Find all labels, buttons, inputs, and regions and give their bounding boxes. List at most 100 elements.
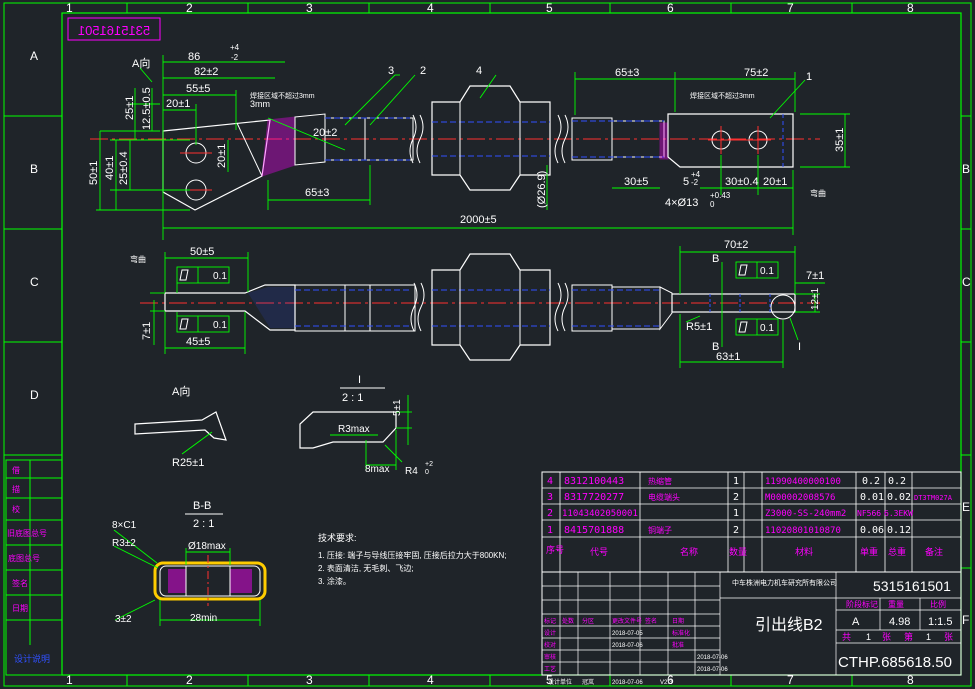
svg-text:校对: 校对 xyxy=(544,641,556,649)
svg-text:序号: 序号 xyxy=(546,544,564,555)
col-label: 6 xyxy=(667,673,674,687)
svg-text:0.2: 0.2 xyxy=(862,476,880,487)
col-label: 1 xyxy=(66,673,73,687)
col-label: 8 xyxy=(907,673,914,687)
weld-note: 焊接区域不超过3mm xyxy=(250,91,315,100)
dim-63: 63±1 xyxy=(716,351,740,363)
svg-text:张: 张 xyxy=(882,632,891,642)
svg-text:8312100443: 8312100443 xyxy=(564,476,624,487)
svg-text:0: 0 xyxy=(710,200,715,209)
svg-text:B-B: B-B xyxy=(193,500,211,512)
svg-text:+2: +2 xyxy=(425,461,433,468)
svg-text:11020801010870: 11020801010870 xyxy=(765,526,841,536)
svg-text:0.2: 0.2 xyxy=(888,476,906,487)
balloon-3: 3 xyxy=(388,65,394,77)
dim-45-5: 45±5 xyxy=(186,336,210,348)
strip-stamp: 设计说明 xyxy=(14,653,50,664)
bottom-heat-shrink xyxy=(431,253,551,361)
svg-text:8415701888: 8415701888 xyxy=(564,525,624,536)
col-label: 3 xyxy=(306,1,313,15)
svg-text:2018-07-06: 2018-07-06 xyxy=(697,667,728,673)
bottom-view: 50±5 45±5 7±1 0.1 0.1 0.1 0.1 70±2 7±1 1… xyxy=(130,239,825,368)
svg-text:+0.43: +0.43 xyxy=(710,191,731,200)
strip-label: 日期 xyxy=(12,604,28,613)
dim-50: 50±1 xyxy=(88,161,100,185)
svg-text:2: 2 xyxy=(733,492,739,503)
technical-notes: 技术要求: 1. 压接: 端子与导线压接牢固, 压接后拉力大于800KN; 2.… xyxy=(318,532,506,586)
col-label: 4 xyxy=(427,673,434,687)
detail-r3: R3max xyxy=(338,424,370,435)
svg-text:1: 1 xyxy=(866,632,871,642)
drawing-name: 引出线B2 xyxy=(755,616,823,634)
svg-text:日期: 日期 xyxy=(672,617,684,625)
svg-text:+4: +4 xyxy=(230,43,240,52)
detail-i-label: I xyxy=(798,341,801,353)
strip-label: 底图总号 xyxy=(8,553,40,563)
bottom-right-lug xyxy=(671,293,796,313)
detail-i: I 2 : 1 R3max 5±1 8max R4 +2 0 xyxy=(299,374,433,477)
col-label: 7 xyxy=(787,1,794,15)
svg-text:铜端子: 铜端子 xyxy=(648,525,672,535)
dim-25: 25±1 xyxy=(124,96,136,120)
outer-frame xyxy=(3,2,972,687)
svg-text:0.01: 0.01 xyxy=(860,492,884,503)
svg-text:2018-07-05: 2018-07-05 xyxy=(612,631,643,637)
svg-text:张: 张 xyxy=(944,632,953,642)
col-label: 1 xyxy=(66,1,73,15)
svg-text:技术要求:: 技术要求: xyxy=(318,532,357,543)
strip-label: 签名 xyxy=(12,578,28,588)
project-number: CTHP.685618.50 xyxy=(838,654,952,671)
dim-82: 82±2 xyxy=(194,66,218,78)
view-a-marker: A向 xyxy=(132,56,150,70)
svg-text:备注: 备注 xyxy=(925,546,943,557)
dim-20t: 20±2 xyxy=(313,127,337,139)
dim-70-2: 70±2 xyxy=(724,239,748,251)
stamp-text: 5315161501 xyxy=(78,23,150,38)
svg-text:0.12: 0.12 xyxy=(887,525,911,536)
svg-text:A: A xyxy=(852,616,860,628)
svg-text:1: 1 xyxy=(547,525,553,536)
row-label: C xyxy=(962,275,971,289)
svg-text:R3±2: R3±2 xyxy=(112,538,136,549)
balloon-4: 4 xyxy=(476,65,482,77)
svg-text:签名: 签名 xyxy=(645,617,657,625)
svg-text:0.1: 0.1 xyxy=(760,266,774,277)
row-label: B xyxy=(30,162,38,176)
svg-text:工艺: 工艺 xyxy=(544,665,556,673)
dim-65t: 65±3 xyxy=(615,67,639,79)
svg-text:+4: +4 xyxy=(691,170,701,179)
dim-12-1: 12±1 xyxy=(810,287,821,310)
dim-holes: 4×Ø13 xyxy=(665,197,698,209)
company-name: 中车株洲电力机车研究所有限公司 xyxy=(732,578,837,587)
dim-r5: R5±1 xyxy=(686,321,712,333)
dim-75: 75±2 xyxy=(744,67,768,79)
svg-text:数量: 数量 xyxy=(729,546,747,557)
svg-text:设计单位: 设计单位 xyxy=(548,678,572,686)
strip-label: 借 xyxy=(12,465,20,475)
weld-note-2: 焊接区域不超过3mm xyxy=(690,91,755,100)
zone-row-labels: A B C D B C E F xyxy=(30,49,971,627)
dim-30a: 30±5 xyxy=(624,176,648,188)
inner-frame xyxy=(61,12,962,676)
svg-text:11990400000100: 11990400000100 xyxy=(765,477,841,487)
col-label: 4 xyxy=(427,1,434,15)
row-label: A xyxy=(30,49,38,63)
svg-text:0.1: 0.1 xyxy=(760,323,774,334)
svg-text:0.06: 0.06 xyxy=(860,525,884,536)
mirrored-stamp: 5315161501 xyxy=(67,17,161,41)
balloon-1: 1 xyxy=(806,71,812,83)
col-label: 2 xyxy=(186,1,193,15)
svg-text:3mm: 3mm xyxy=(250,99,270,109)
svg-text:2: 2 xyxy=(547,508,553,519)
svg-text:1: 1 xyxy=(733,476,739,487)
bom-header: 序号 代号 名称 数量 材料 单重 总重 备注 xyxy=(546,544,943,557)
dim-26-9: (Ø26.9) xyxy=(536,171,548,208)
svg-text:Z3000-SS-240mm2: Z3000-SS-240mm2 xyxy=(765,509,846,519)
svg-text:重量: 重量 xyxy=(888,599,904,609)
svg-text:6.3EKW: 6.3EKW xyxy=(884,509,913,518)
dim-7r: 7±1 xyxy=(806,270,824,282)
svg-text:0.1: 0.1 xyxy=(213,271,227,282)
svg-text:2: 2 xyxy=(733,525,739,536)
left-revision-strip: 借 描 校 旧底图总号 底图总号 签名 日期 设计说明 xyxy=(5,459,63,676)
